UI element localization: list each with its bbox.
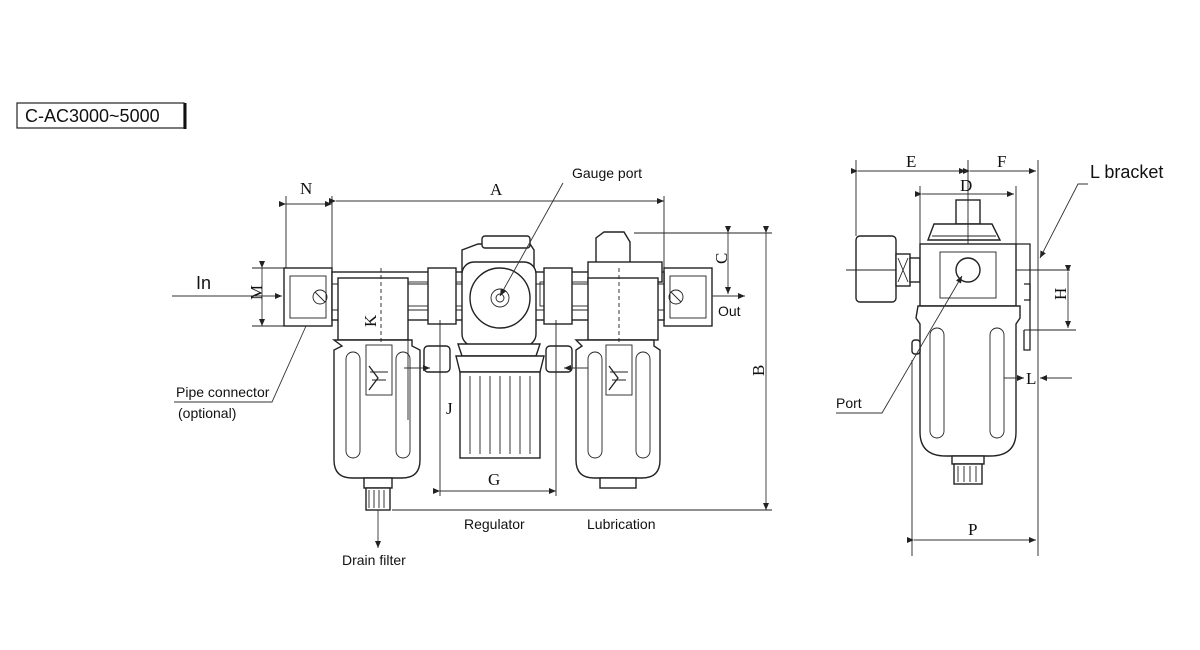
label-lubrication: Lubrication <box>587 516 656 532</box>
label-port: Port <box>836 395 862 411</box>
front-dimensions: N A M In Out C B K J G <box>172 165 772 568</box>
inlet-block <box>283 267 333 327</box>
label-optional: (optional) <box>178 405 236 421</box>
label-in: In <box>196 273 211 293</box>
gauge-port-circle <box>469 267 531 329</box>
drain-valve <box>365 487 391 511</box>
dim-a: A <box>490 180 503 199</box>
dim-j: J <box>446 399 453 418</box>
dim-p: P <box>968 520 977 539</box>
front-view <box>283 231 713 511</box>
dim-n: N <box>300 179 312 198</box>
dim-m: M <box>247 285 266 300</box>
label-regulator: Regulator <box>464 516 525 532</box>
lubricator-bowl <box>574 339 661 479</box>
dim-g: G <box>488 470 500 489</box>
side-gauge <box>855 235 897 303</box>
label-gauge-port: Gauge port <box>572 165 642 181</box>
dim-b: B <box>749 365 768 376</box>
side-dimensions: E F D L bracket H L Port P <box>836 152 1163 556</box>
dim-l: L <box>1026 369 1036 388</box>
dim-d: D <box>960 176 972 195</box>
label-l-bracket: L bracket <box>1090 162 1163 182</box>
label-out: Out <box>718 303 741 319</box>
title-box: C-AC3000~5000 <box>16 102 187 129</box>
dim-c: C <box>712 253 731 264</box>
title-text: C-AC3000~5000 <box>25 106 160 126</box>
label-drain-filter: Drain filter <box>342 552 406 568</box>
side-bowl <box>915 305 1021 457</box>
label-pipe-connector: Pipe connector <box>176 384 270 400</box>
side-view <box>846 199 1070 485</box>
dim-e: E <box>906 152 916 171</box>
filter-bowl <box>331 339 421 479</box>
outlet-block <box>663 267 713 327</box>
dim-f: F <box>997 152 1006 171</box>
dim-k: K <box>361 314 380 327</box>
dim-h: H <box>1051 288 1070 300</box>
